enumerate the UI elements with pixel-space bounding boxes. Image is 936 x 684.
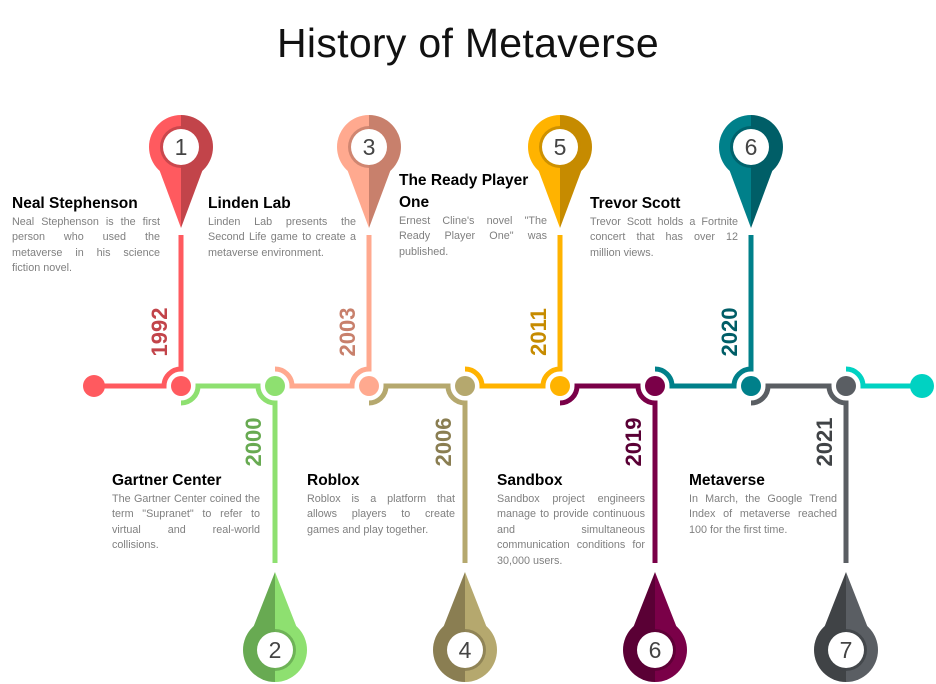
connector-line — [750, 383, 849, 563]
connector-line — [559, 383, 658, 563]
pin-tip — [275, 572, 297, 628]
event-description: Linden Lab presents the Second Life game… — [208, 216, 356, 259]
event-description: Sandbox project engineers manage to prov… — [497, 493, 645, 567]
year-label: 1992 — [147, 308, 172, 357]
pin-center — [542, 129, 578, 165]
location-pin-7: 6 — [719, 115, 783, 228]
location-pin-5: 5 — [528, 115, 592, 228]
event-block-6: Sandbox Sandbox project engineers manage… — [497, 470, 645, 569]
connector-line — [464, 235, 563, 389]
pin-tip — [751, 169, 773, 228]
pin-center — [163, 129, 199, 165]
pin-tip — [347, 169, 369, 228]
connector-line — [94, 235, 184, 389]
location-pin-3: 3 — [337, 115, 401, 228]
pin-number: 5 — [554, 134, 567, 160]
pin-number: 6 — [649, 637, 662, 663]
year-label: 2020 — [717, 308, 742, 357]
pin-center — [637, 632, 673, 668]
timeline-node — [645, 376, 665, 396]
connector-line — [845, 366, 922, 389]
event-description: Neal Stephenson is the first person who … — [12, 216, 160, 275]
year-label: 2003 — [335, 308, 360, 357]
pin-tip — [560, 169, 582, 228]
pin-tip — [824, 572, 846, 628]
pin-center — [828, 632, 864, 668]
event-block-3: Linden Lab Linden Lab presents the Secon… — [208, 193, 356, 261]
pin-number: 7 — [840, 637, 853, 663]
pin-center — [351, 129, 387, 165]
pin-tip — [846, 572, 868, 628]
event-title: Roblox — [307, 472, 360, 489]
year-label: 2006 — [431, 418, 456, 467]
pin-tip — [369, 169, 391, 228]
event-block-1: Neal Stephenson Neal Stephenson is the f… — [12, 193, 160, 277]
event-block-4: Roblox Roblox is a platform that allows … — [307, 470, 455, 538]
location-pin-2: 2 — [243, 572, 307, 682]
pin-center — [733, 129, 769, 165]
timeline-node — [741, 376, 761, 396]
event-title: Metaverse — [689, 472, 765, 489]
timeline-node — [265, 376, 285, 396]
pin-tip — [465, 572, 487, 628]
pin-number: 3 — [363, 134, 376, 160]
pin-number: 4 — [459, 637, 472, 663]
end-dot — [910, 374, 934, 398]
pin-tip — [253, 572, 275, 628]
pin-tip — [538, 169, 560, 228]
pin-number: 1 — [175, 134, 188, 160]
timeline-node — [836, 376, 856, 396]
year-label: 2011 — [526, 308, 551, 356]
pin-tip — [729, 169, 751, 228]
location-pin-1: 1 — [149, 115, 213, 228]
pin-center — [257, 632, 293, 668]
timeline-node — [550, 376, 570, 396]
pin-number: 2 — [269, 637, 282, 663]
event-description: The Gartner Center coined the term "Supr… — [112, 493, 260, 552]
pin-number: 6 — [745, 134, 758, 160]
year-label: 2019 — [621, 418, 646, 467]
event-description: Ernest Cline's novel "The Ready Player O… — [399, 215, 547, 258]
event-block-2: Gartner Center The Gartner Center coined… — [112, 470, 260, 554]
year-label: 2021 — [812, 418, 837, 467]
year-label: 2000 — [241, 418, 266, 467]
timeline-node — [455, 376, 475, 396]
pin-tip — [181, 169, 203, 228]
location-pin-8: 7 — [814, 572, 878, 682]
event-description: Roblox is a platform that allows players… — [307, 493, 455, 536]
start-dot — [83, 375, 105, 397]
connector-line — [368, 383, 468, 563]
timeline-node — [171, 376, 191, 396]
event-block-8: Metaverse In March, the Google Trend Ind… — [689, 470, 837, 538]
event-description: Trevor Scott holds a Fortnite concert th… — [590, 216, 738, 259]
event-description: In March, the Google Trend Index of meta… — [689, 493, 837, 536]
pin-tip — [159, 169, 181, 228]
event-title: Neal Stephenson — [12, 195, 138, 212]
pin-tip — [655, 572, 677, 628]
timeline-node — [359, 376, 379, 396]
connector-line — [180, 383, 278, 563]
event-title: Linden Lab — [208, 195, 291, 212]
location-pin-4: 4 — [433, 572, 497, 682]
pin-tip — [633, 572, 655, 628]
event-block-7: Trevor Scott Trevor Scott holds a Fortni… — [590, 193, 738, 261]
event-title: Sandbox — [497, 472, 563, 489]
event-title: The Ready Player One — [399, 172, 529, 211]
connector-line — [274, 235, 372, 389]
page-title: History of Metaverse — [277, 20, 659, 66]
event-title: Trevor Scott — [590, 195, 681, 212]
pin-tip — [443, 572, 465, 628]
pin-center — [447, 632, 483, 668]
event-block-5: The Ready Player One Ernest Cline's nove… — [399, 170, 547, 260]
event-title: Gartner Center — [112, 472, 222, 489]
location-pin-6: 6 — [623, 572, 687, 682]
connector-line — [654, 235, 754, 389]
